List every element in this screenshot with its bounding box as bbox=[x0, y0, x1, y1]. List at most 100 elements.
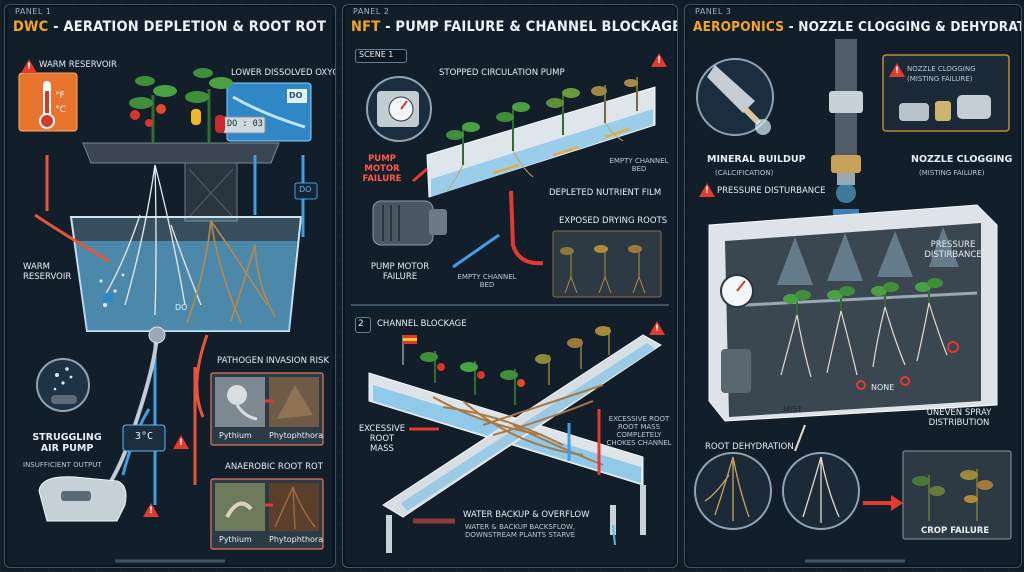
pathogen-risk-label: PATHOGEN INVASION RISK bbox=[217, 356, 330, 366]
nft-illustration bbox=[351, 76, 669, 553]
empty-bed-right-label: EMPTY CHANNEL BED bbox=[609, 157, 669, 173]
panel1-title-rest: - AERATION DEPLETION & ROOT ROT bbox=[48, 19, 327, 35]
aero-roots bbox=[780, 302, 948, 378]
healthy-roots bbox=[104, 164, 202, 316]
air-bubbles bbox=[99, 273, 125, 307]
empty-bed-right-text: EMPTY CHANNEL BED bbox=[609, 157, 669, 174]
temp-unit-f: °F bbox=[55, 91, 65, 101]
air-stone bbox=[51, 395, 77, 404]
excessive-root-mass-label: EXCESSIVE ROOT MASS bbox=[357, 424, 407, 454]
panel2-tag: PANEL 2 bbox=[353, 7, 390, 16]
thermometer-mercury bbox=[45, 91, 49, 117]
excessive-root-mass-text: EXCESSIVE ROOT MASS bbox=[358, 424, 406, 454]
stopped-pump-label: STOPPED CIRCULATION PUMP bbox=[439, 68, 565, 78]
warm-reservoir-top-label: WARM RESERVOIR bbox=[39, 60, 117, 70]
exposed-roots-box bbox=[552, 230, 662, 298]
warm-reservoir-side-label: WARM RESERVOIR bbox=[23, 262, 93, 283]
warning-icon-4: ! bbox=[651, 53, 667, 67]
empty-bed-bottom-text: EMPTY CHANNEL BED bbox=[457, 273, 517, 290]
water-backup-sub-text: WATER & BACKUP BACKSFLOW, DOWNSTREAM PLA… bbox=[464, 523, 576, 540]
scene2-box bbox=[355, 317, 371, 333]
anaerobic-label: ANAEROBIC ROOT ROT bbox=[225, 462, 323, 472]
do-small-gauge bbox=[294, 182, 318, 200]
panel3-title-prefix: AEROPONICS bbox=[693, 19, 785, 35]
pump-motor-failure-text: PUMP MOTOR FAILURE bbox=[370, 262, 430, 282]
nft-plants-2 bbox=[420, 326, 611, 405]
net-pot-lid bbox=[82, 142, 280, 164]
pythium-label-1: Pythium bbox=[219, 431, 252, 440]
do-in-water: DO bbox=[175, 303, 188, 312]
warning-icon-6: ! bbox=[889, 63, 905, 77]
nozzle-clogging-label: NOZZLE CLOGGING bbox=[911, 154, 1013, 165]
blue-arrow-down bbox=[452, 233, 500, 269]
excessive-note-text: EXCESSIVE ROOT ROOT MASS COMPLETELY CHOK… bbox=[606, 415, 672, 448]
depleted-film-label: DEPLETED NUTRIENT FILM bbox=[549, 188, 662, 198]
tomato-plant bbox=[129, 76, 177, 143]
thermometer-bulb bbox=[39, 113, 55, 129]
pressure-disturbance-right-text: PRESSURE DISTIRBANCE bbox=[924, 240, 982, 260]
panel-aeroponics: PANEL 3 AEROPONICS - NOZZLE CLOGGING & D… bbox=[684, 4, 1022, 568]
pump-motor-failure-label: PUMP MOTOR FAILURE bbox=[365, 262, 435, 283]
uneven-spray-label: UNEVEN SPRAY DISTRIBUTION bbox=[923, 408, 995, 429]
do-mini-screen bbox=[287, 89, 307, 103]
chamber-interior bbox=[725, 223, 981, 417]
water-indicator-square bbox=[103, 293, 113, 303]
panel1-title: DWC - AERATION DEPLETION & ROOT ROT bbox=[13, 19, 326, 35]
mineral-buildup-label: MINERAL BUILDUP bbox=[707, 154, 806, 165]
warning-icon-3: ! bbox=[143, 503, 159, 517]
aeroponics-illustration bbox=[694, 39, 1012, 563]
nft-plants-1 bbox=[446, 77, 638, 165]
crop-failure-label: CROP FAILURE bbox=[921, 526, 990, 536]
pressure-disturbance-left-label: PRESSURE DISTURBANCE bbox=[717, 186, 826, 196]
pump-failure-red-text: PUMP MOTOR FAILURE bbox=[362, 154, 402, 184]
uneven-spray-text: UNEVEN SPRAY DISTRIBUTION bbox=[926, 408, 992, 428]
panel1-title-prefix: DWC bbox=[13, 19, 49, 35]
warning-icon-2: ! bbox=[173, 435, 189, 449]
pepper-plant bbox=[185, 68, 233, 143]
nutrient-film-1 bbox=[431, 109, 653, 197]
pythium-image-2 bbox=[215, 483, 265, 531]
panel2-title: NFT - PUMP FAILURE & CHANNEL BLOCKAGE bbox=[351, 19, 678, 35]
insufficient-output-label: INSUFFICIENT OUTPUT bbox=[23, 461, 102, 469]
exposed-roots-label: EXPOSED DRYING ROOTS bbox=[559, 216, 668, 226]
warm-reservoir-side-text: WARM RESERVOIR bbox=[23, 262, 72, 282]
do-small-gauge-text: DO bbox=[299, 185, 312, 194]
warning-icon: ! bbox=[21, 59, 37, 73]
panel1-tag: PANEL 1 bbox=[15, 7, 52, 16]
do-mini-screen-text: DO bbox=[289, 91, 303, 100]
pythium-label-2: Pythium bbox=[219, 535, 252, 544]
temp-meter bbox=[122, 424, 166, 452]
scene1-box bbox=[355, 49, 407, 63]
calcification-label: (CALCIFICATION) bbox=[715, 169, 774, 177]
scene2-number: 2 bbox=[358, 319, 364, 329]
panel3-title: AEROPONICS - NOZZLE CLOGGING & DEHYDRATI… bbox=[693, 19, 1021, 35]
panel3-title-rest: - NOZZLE CLOGGING & DEHYDRATION bbox=[788, 19, 1021, 35]
chamber-port bbox=[721, 349, 751, 393]
reservoir-water bbox=[75, 241, 297, 331]
warning-icon-7: ! bbox=[699, 183, 715, 197]
mist-label: MIST bbox=[783, 405, 803, 414]
spray-point bbox=[836, 183, 856, 203]
none-label: NONE bbox=[871, 383, 895, 392]
lower-do-label: LOWER DISSOLVED OXYGEN bbox=[231, 68, 335, 78]
temp-meter-readout: 3°C bbox=[135, 431, 154, 442]
panel2-title-rest: - PUMP FAILURE & CHANNEL BLOCKAGE bbox=[380, 19, 678, 35]
flow-arrows bbox=[34, 155, 305, 505]
pressure-disturbance-right-label: PRESSURE DISTIRBANCE bbox=[923, 240, 983, 261]
aero-plants bbox=[783, 278, 943, 315]
panel3-tag: PANEL 3 bbox=[695, 7, 732, 16]
air-fitting bbox=[148, 326, 166, 344]
mist-cones bbox=[777, 227, 959, 285]
water-backup-sub-label: WATER & BACKUP BACKSFLOW, DOWNSTREAM PLA… bbox=[445, 523, 595, 539]
water-backup-label: WATER BACKUP & OVERFLOW bbox=[463, 510, 590, 520]
warning-icon-5: ! bbox=[649, 321, 665, 335]
panel-nft: PANEL 2 NFT - PUMP FAILURE & CHANNEL BLO… bbox=[342, 4, 678, 568]
do-decline-curve bbox=[232, 95, 306, 129]
empty-bed-bottom-label: EMPTY CHANNEL BED bbox=[457, 273, 517, 289]
panel-dwc: PANEL 1 DWC - AERATION DEPLETION & ROOT … bbox=[4, 4, 336, 568]
temp-unit-c: °C bbox=[55, 105, 66, 115]
scene1-label: SCENE 1 bbox=[359, 50, 394, 59]
dry-plants bbox=[560, 245, 642, 277]
phytophthora-label-2: Phytophthora bbox=[269, 535, 324, 544]
